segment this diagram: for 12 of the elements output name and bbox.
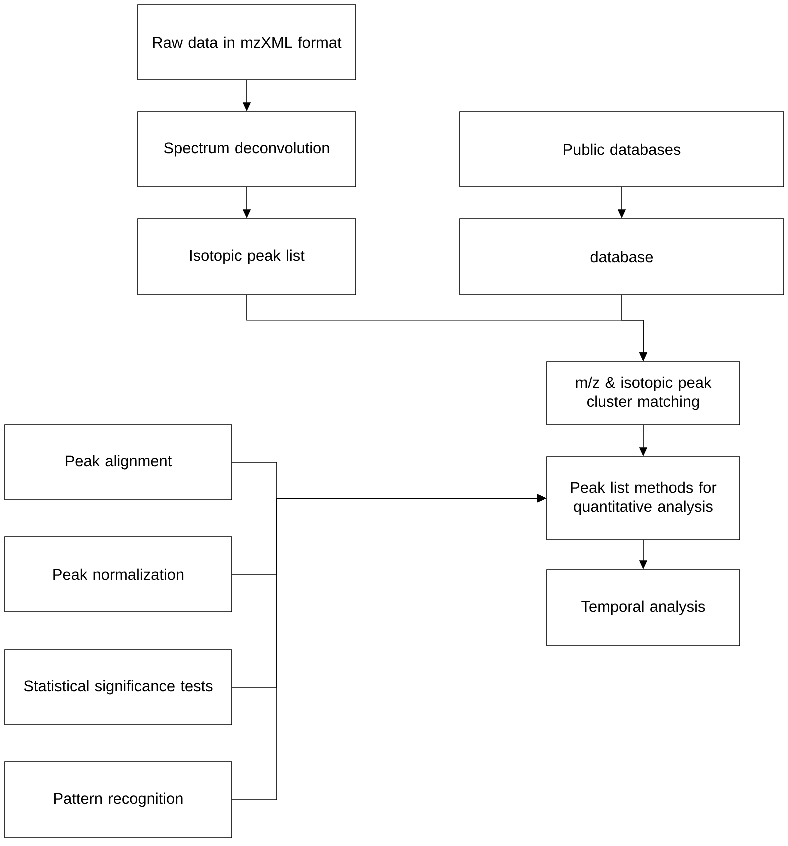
process-box: Peak alignment (4, 424, 232, 500)
process-box: Pattern recognition (4, 762, 232, 838)
process-box: Peak normalization (4, 536, 232, 612)
process-box: Statistical significance tests (4, 650, 232, 726)
process-box: Temporal analysis (546, 570, 740, 646)
process-box: Spectrum deconvolution (138, 112, 356, 188)
process-box: Public databases (460, 112, 784, 188)
process-box: database (460, 218, 784, 296)
process-box: m/z & isotopic peak cluster matching (546, 362, 740, 426)
process-box: Raw data in mzXML format (138, 4, 356, 80)
process-box: Isotopic peak list (138, 218, 356, 296)
process-box: Peak list methods for quantitative analysis (546, 456, 740, 540)
